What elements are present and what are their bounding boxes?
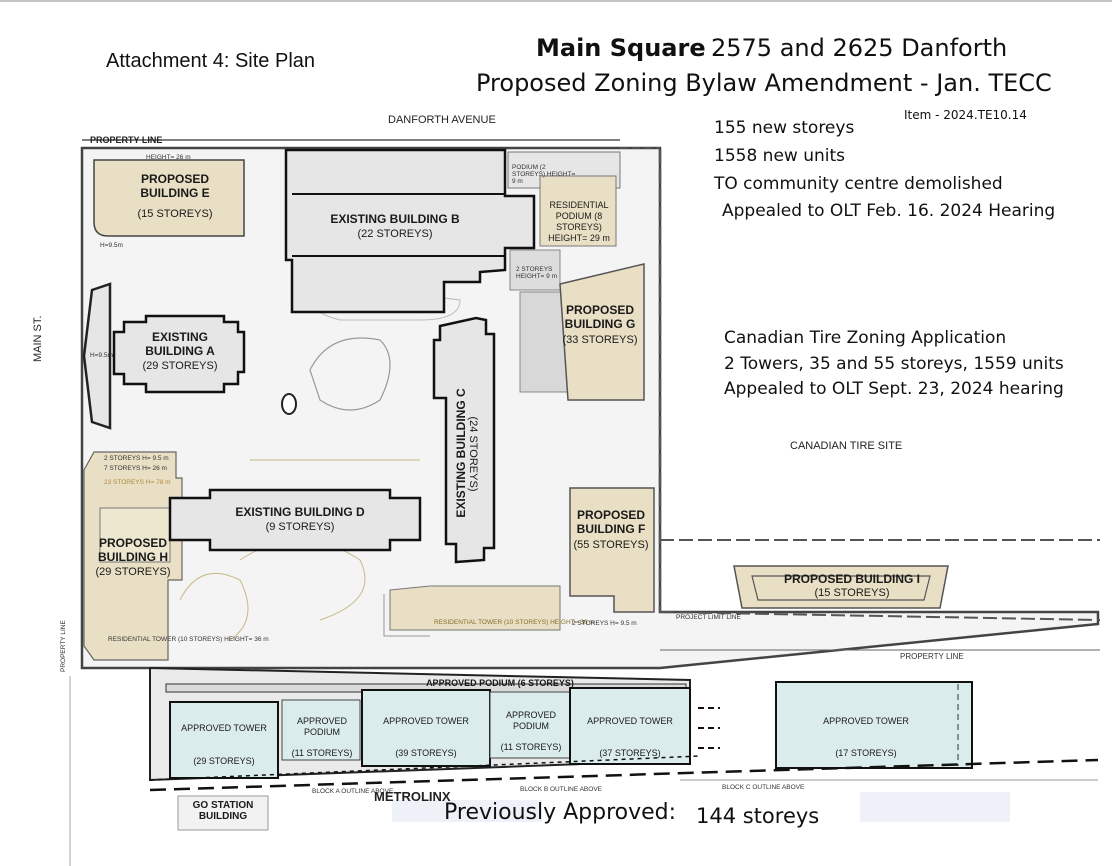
approved-tower-1-storeys: (29 STOREYS) [193, 756, 255, 766]
approved-podium-2-shape [489, 691, 571, 759]
ct-application: Canadian Tire Zoning Application [724, 328, 1007, 348]
approved-tower-2-storeys: (39 STOREYS) [395, 748, 457, 758]
previously-approved-total: 144 storeys [696, 804, 820, 828]
note-new-storeys: 155 new storeys [714, 118, 855, 138]
go-station-label: GO STATION BUILDING [192, 800, 254, 822]
building-e-storeys: (15 STOREYS) [137, 208, 213, 220]
approved-tower-4-shape [775, 681, 973, 769]
building-e-height: HEIGHT= 26 m [146, 154, 191, 161]
approved-tower-1-shape [169, 701, 279, 779]
building-b-name: EXISTING BUILDING B [330, 212, 460, 226]
building-h-residential: RESIDENTIAL TOWER (10 STOREYS) HEIGHT= 3… [108, 636, 269, 643]
building-a-storeys: (29 STOREYS) [142, 360, 218, 372]
approved-tower-3-name: APPROVED TOWER [587, 716, 673, 726]
building-h-storeys: (29 STOREYS) [95, 566, 171, 578]
building-d-name: EXISTING BUILDING D [235, 505, 365, 519]
building-f-storeys: (55 STOREYS) [573, 539, 649, 551]
approved-tower-2-name: APPROVED TOWER [383, 716, 469, 726]
approved-podium-1-shape [281, 699, 361, 761]
building-e-name: PROPOSED BUILDING E [140, 172, 210, 200]
building-c-shape [432, 316, 496, 564]
approved-tower-4-name: APPROVED TOWER [823, 716, 909, 726]
building-f-two-storeys: 2 STOREYS H= 9.5 m [572, 620, 637, 627]
building-c-storeys: (24 STOREYS) [467, 416, 479, 492]
building-d-shape [168, 488, 422, 552]
block-a-label: BLOCK A OUTLINE ABOVE [312, 788, 394, 795]
previously-approved-label: Previously Approved: [444, 800, 677, 825]
note-community-centre: TO community centre demolished [714, 174, 1003, 194]
building-h-h1: 2 STOREYS H= 9.5 m [104, 455, 169, 462]
approved-podium-strip-label: APPROVED PODIUM (6 STOREYS) [426, 678, 574, 688]
building-i-name: PROPOSED BUILDING I [783, 572, 920, 586]
ct-site-label: CANADIAN TIRE SITE [790, 440, 903, 452]
property-line-label: PROPERTY LINE [90, 135, 163, 145]
building-h-name: PROPOSED BUILDING H [98, 536, 168, 564]
project-address: 2575 and 2625 Danforth [711, 34, 1008, 62]
residential-podium-shape [539, 175, 617, 247]
building-g-shape [559, 263, 645, 401]
property-line-left-label: PROPERTY LINE [60, 620, 67, 672]
project-subtitle: Proposed Zoning Bylaw Amendment - Jan. T… [476, 69, 1052, 97]
approved-podium-1-storeys: (11 STOREYS) [291, 748, 353, 758]
note-new-units: 1558 new units [714, 146, 846, 166]
ct-towers: 2 Towers, 35 and 55 storeys, 1559 units [724, 354, 1064, 374]
building-g-storeys: (33 STOREYS) [562, 334, 638, 346]
approved-tower-1-name: APPROVED TOWER [181, 723, 267, 733]
metrolinx-label: METROLINX [374, 789, 451, 804]
approved-tower-4-storeys: (17 STOREYS) [835, 748, 897, 758]
residential-podium-label: RESIDENTIAL PODIUM (8 STOREYS) HEIGHT= 2… [548, 200, 610, 243]
danforth-label: DANFORTH AVENUE [388, 114, 496, 126]
note-olt-appeal: Appealed to OLT Feb. 16. 2024 Hearing [722, 201, 1056, 221]
building-a-name: EXISTING BUILDING A [145, 330, 215, 358]
two-storeys-label: 2 STOREYS HEIGHT= 9 m [516, 266, 557, 280]
ct-appeal: Appealed to OLT Sept. 23, 2024 hearing [724, 379, 1064, 399]
building-a-height: H=9.5m [90, 352, 113, 359]
building-f-shape [569, 487, 655, 613]
approved-podium-1-name: APPROVED PODIUM [296, 716, 347, 737]
building-d-storeys: (9 STOREYS) [265, 521, 335, 533]
main-st-label: MAIN ST. [32, 315, 44, 362]
building-f-residential: RESIDENTIAL TOWER (10 STOREYS) HEIGHT= 3… [434, 619, 595, 626]
building-e-h-label: H=9.5m [100, 242, 123, 249]
approved-podium-2-storeys: (11 STOREYS) [500, 742, 562, 752]
approved-podium-2-name: APPROVED PODIUM [505, 710, 556, 731]
approved-tower-3-storeys: (37 STOREYS) [599, 748, 661, 758]
building-h-h3: 23 STOREYS H= 78 m [104, 479, 171, 486]
building-e-shape [93, 159, 245, 237]
item-number: Item - 2024.TE10.14 [904, 108, 1027, 122]
building-b-shape [284, 148, 536, 314]
building-a-garage [82, 282, 112, 430]
building-i-storeys: (15 STOREYS) [814, 587, 890, 599]
go-station-shape [177, 795, 269, 831]
block-b-label: BLOCK B OUTLINE ABOVE [520, 786, 602, 793]
attachment-label: Attachment 4: Site Plan [106, 50, 316, 72]
building-a-shape [112, 314, 246, 394]
building-f-name: PROPOSED BUILDING F [576, 508, 646, 536]
property-line-right-label: PROPERTY LINE [900, 652, 964, 661]
building-h-h2: 7 STOREYS H= 26 m [104, 465, 167, 472]
project-name: Main Square [536, 34, 706, 62]
approved-tower-2-shape [361, 689, 491, 767]
project-limit-label: PROJECT LIMIT LINE [676, 614, 741, 621]
block-c-label: BLOCK C OUTLINE ABOVE [722, 784, 805, 791]
building-c-name: EXISTING BUILDING C [454, 388, 468, 518]
podium-2-label: PODIUM (2 STOREYS) HEIGHT= 9 m [512, 164, 576, 185]
approved-tower-3-shape [569, 687, 691, 765]
building-g-name: PROPOSED BUILDING G [564, 303, 636, 331]
building-b-storeys: (22 STOREYS) [357, 228, 433, 240]
